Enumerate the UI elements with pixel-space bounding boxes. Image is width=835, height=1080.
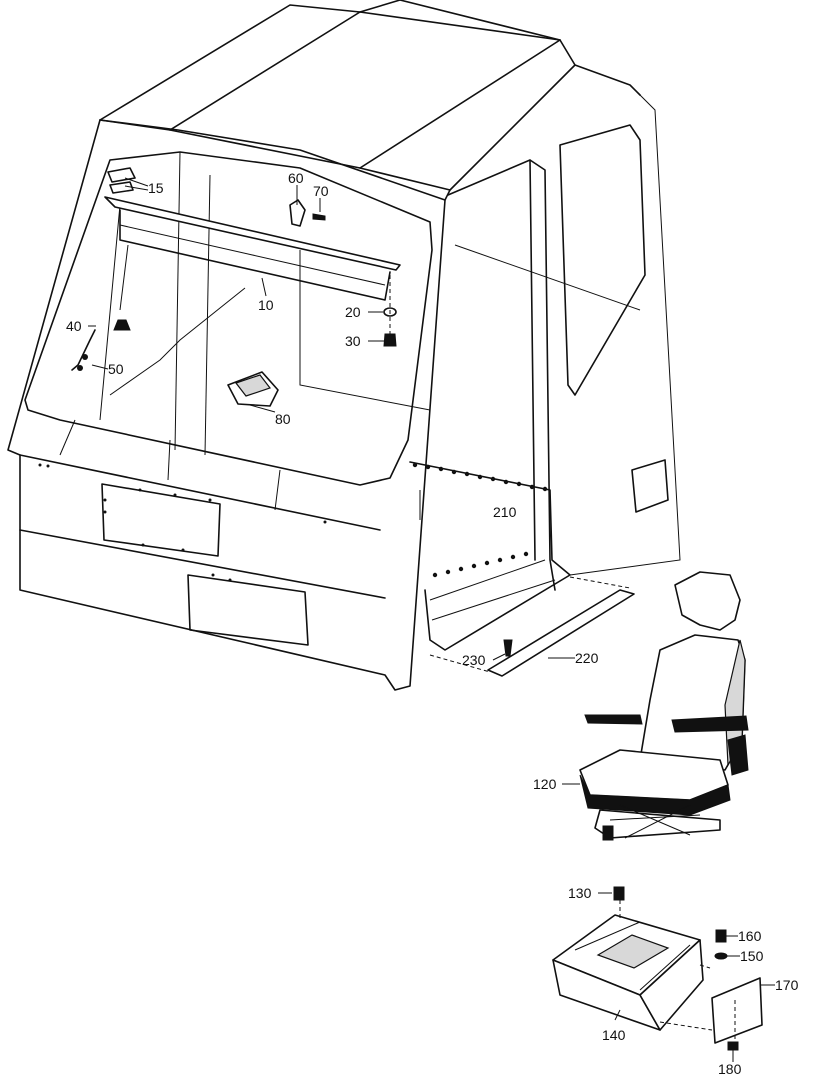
- bracket-40: [71, 329, 96, 371]
- callout-60: 60: [288, 170, 304, 186]
- floor-plate: [429, 576, 635, 677]
- callout-30: 30: [345, 333, 361, 349]
- callout-230: 230: [462, 652, 486, 668]
- operator-cab: [7, 0, 681, 691]
- callout-130: 130: [568, 885, 592, 901]
- callout-40: 40: [66, 318, 82, 334]
- callout-150: 150: [740, 948, 764, 964]
- callout-160: 160: [738, 928, 762, 944]
- callout-leaders: [88, 177, 775, 1062]
- callout-labels: 15 60 70 10 20 30 40 50 80 210 220 230 1…: [66, 170, 799, 1077]
- callout-180: 180: [718, 1061, 742, 1077]
- floor-mounting-holes: [38, 462, 548, 582]
- callout-170: 170: [775, 977, 799, 993]
- callout-220: 220: [575, 650, 599, 666]
- operator-seat: [579, 571, 749, 841]
- washer-bolt: [383, 275, 397, 347]
- callout-210: 210: [493, 504, 517, 520]
- callout-15: 15: [148, 180, 164, 196]
- sun-visor-rail: [104, 167, 401, 331]
- callout-120: 120: [533, 776, 557, 792]
- callout-10: 10: [258, 297, 274, 313]
- callout-50: 50: [108, 361, 124, 377]
- latch-part: [289, 199, 326, 227]
- storage-box: [227, 371, 279, 407]
- callout-140: 140: [602, 1027, 626, 1043]
- seat-base-bracket: [552, 886, 763, 1051]
- callout-20: 20: [345, 304, 361, 320]
- callout-70: 70: [313, 183, 329, 199]
- callout-80: 80: [275, 411, 291, 427]
